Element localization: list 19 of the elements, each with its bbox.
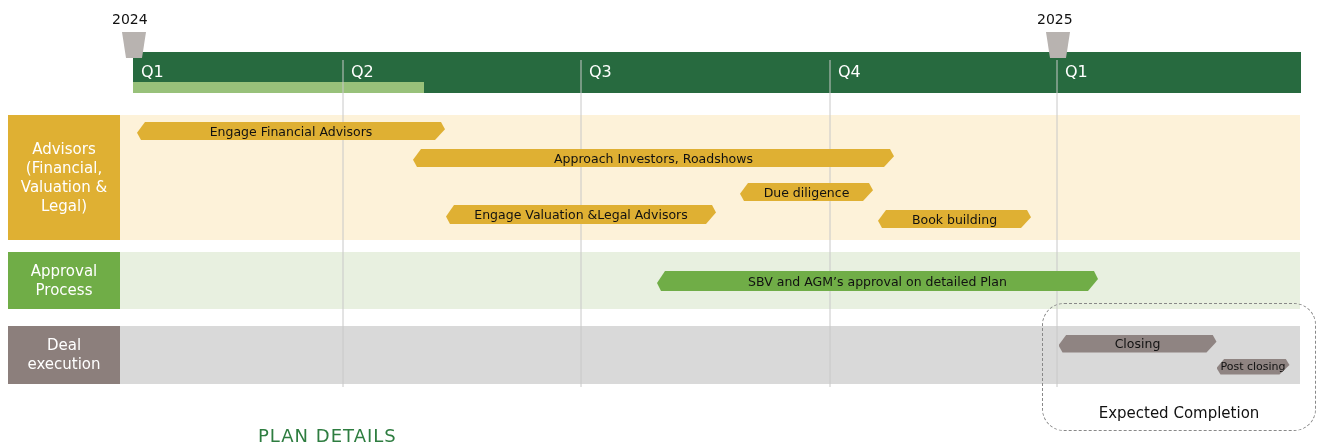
quarter-label: Q1 bbox=[1065, 62, 1088, 81]
dashed-region bbox=[1042, 303, 1316, 431]
lane-header: Deal execution bbox=[8, 326, 120, 384]
lane-header: Approval Process bbox=[8, 252, 120, 309]
region-label: Expected Completion bbox=[1097, 404, 1261, 422]
lane-header: Advisors (Financial, Valuation & Legal) bbox=[8, 115, 120, 240]
quarter-label: Q2 bbox=[351, 62, 374, 81]
quarter-label: Q3 bbox=[589, 62, 612, 81]
quarter-label: Q1 bbox=[141, 62, 164, 81]
year-label: 2025 bbox=[1037, 11, 1073, 27]
task-bar: Approach Investors, Roadshows bbox=[413, 149, 894, 167]
quarter-label: Q4 bbox=[838, 62, 861, 81]
title: PLAN DETAILS bbox=[258, 425, 397, 446]
task-bar: Due diligence bbox=[740, 183, 873, 201]
task-bar: Book building bbox=[878, 210, 1031, 228]
task-bar: SBV and AGM’s approval on detailed Plan bbox=[657, 271, 1098, 291]
task-bar: Engage Valuation &Legal Advisors bbox=[446, 205, 716, 224]
year-label: 2024 bbox=[112, 11, 148, 27]
task-bar: Engage Financial Advisors bbox=[137, 122, 445, 140]
